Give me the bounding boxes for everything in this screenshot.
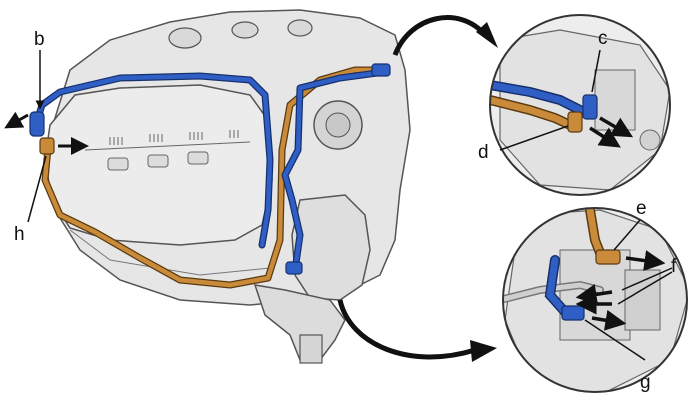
lower-outlet-neck	[299, 334, 323, 364]
turbo-inner	[325, 112, 351, 138]
label-d: d	[478, 142, 489, 163]
leader-c	[591, 49, 601, 93]
label-e: e	[636, 198, 647, 219]
callout-arrow-bottom	[337, 299, 476, 360]
fitting-pump	[285, 261, 303, 275]
top-boss-2	[287, 19, 313, 37]
fitting-c	[582, 94, 598, 120]
label-g: g	[640, 372, 651, 393]
callout-arrows	[337, 15, 498, 362]
engine-illustration	[44, 9, 411, 364]
cover-bosses	[107, 151, 209, 171]
leader-h	[27, 155, 47, 223]
leader-f-1	[621, 267, 673, 291]
leader-f-2	[617, 271, 673, 305]
detail-view-top	[489, 14, 671, 196]
label-f: f	[671, 256, 677, 277]
cover-ribs	[84, 130, 251, 151]
filler-cap	[168, 27, 202, 49]
leader-d	[499, 125, 569, 151]
fitting-e	[595, 249, 621, 265]
fitting-g	[561, 305, 585, 321]
arrow-b-left	[4, 111, 29, 129]
callout-arrow-top	[392, 15, 487, 56]
fitting-top-right	[371, 63, 391, 77]
label-b: b	[34, 29, 45, 50]
leader-g	[584, 319, 646, 361]
injection-pump-housing	[291, 194, 371, 301]
main-arrows	[4, 111, 89, 155]
label-c: c	[598, 28, 608, 49]
top-boss	[231, 21, 259, 39]
fitting-d	[567, 111, 583, 133]
detail-view-bottom	[502, 207, 688, 393]
fitting-h	[39, 137, 55, 155]
leader-e	[613, 219, 641, 251]
label-h: h	[14, 224, 25, 245]
fitting-b	[29, 111, 45, 137]
fuel-pipes	[29, 63, 391, 289]
